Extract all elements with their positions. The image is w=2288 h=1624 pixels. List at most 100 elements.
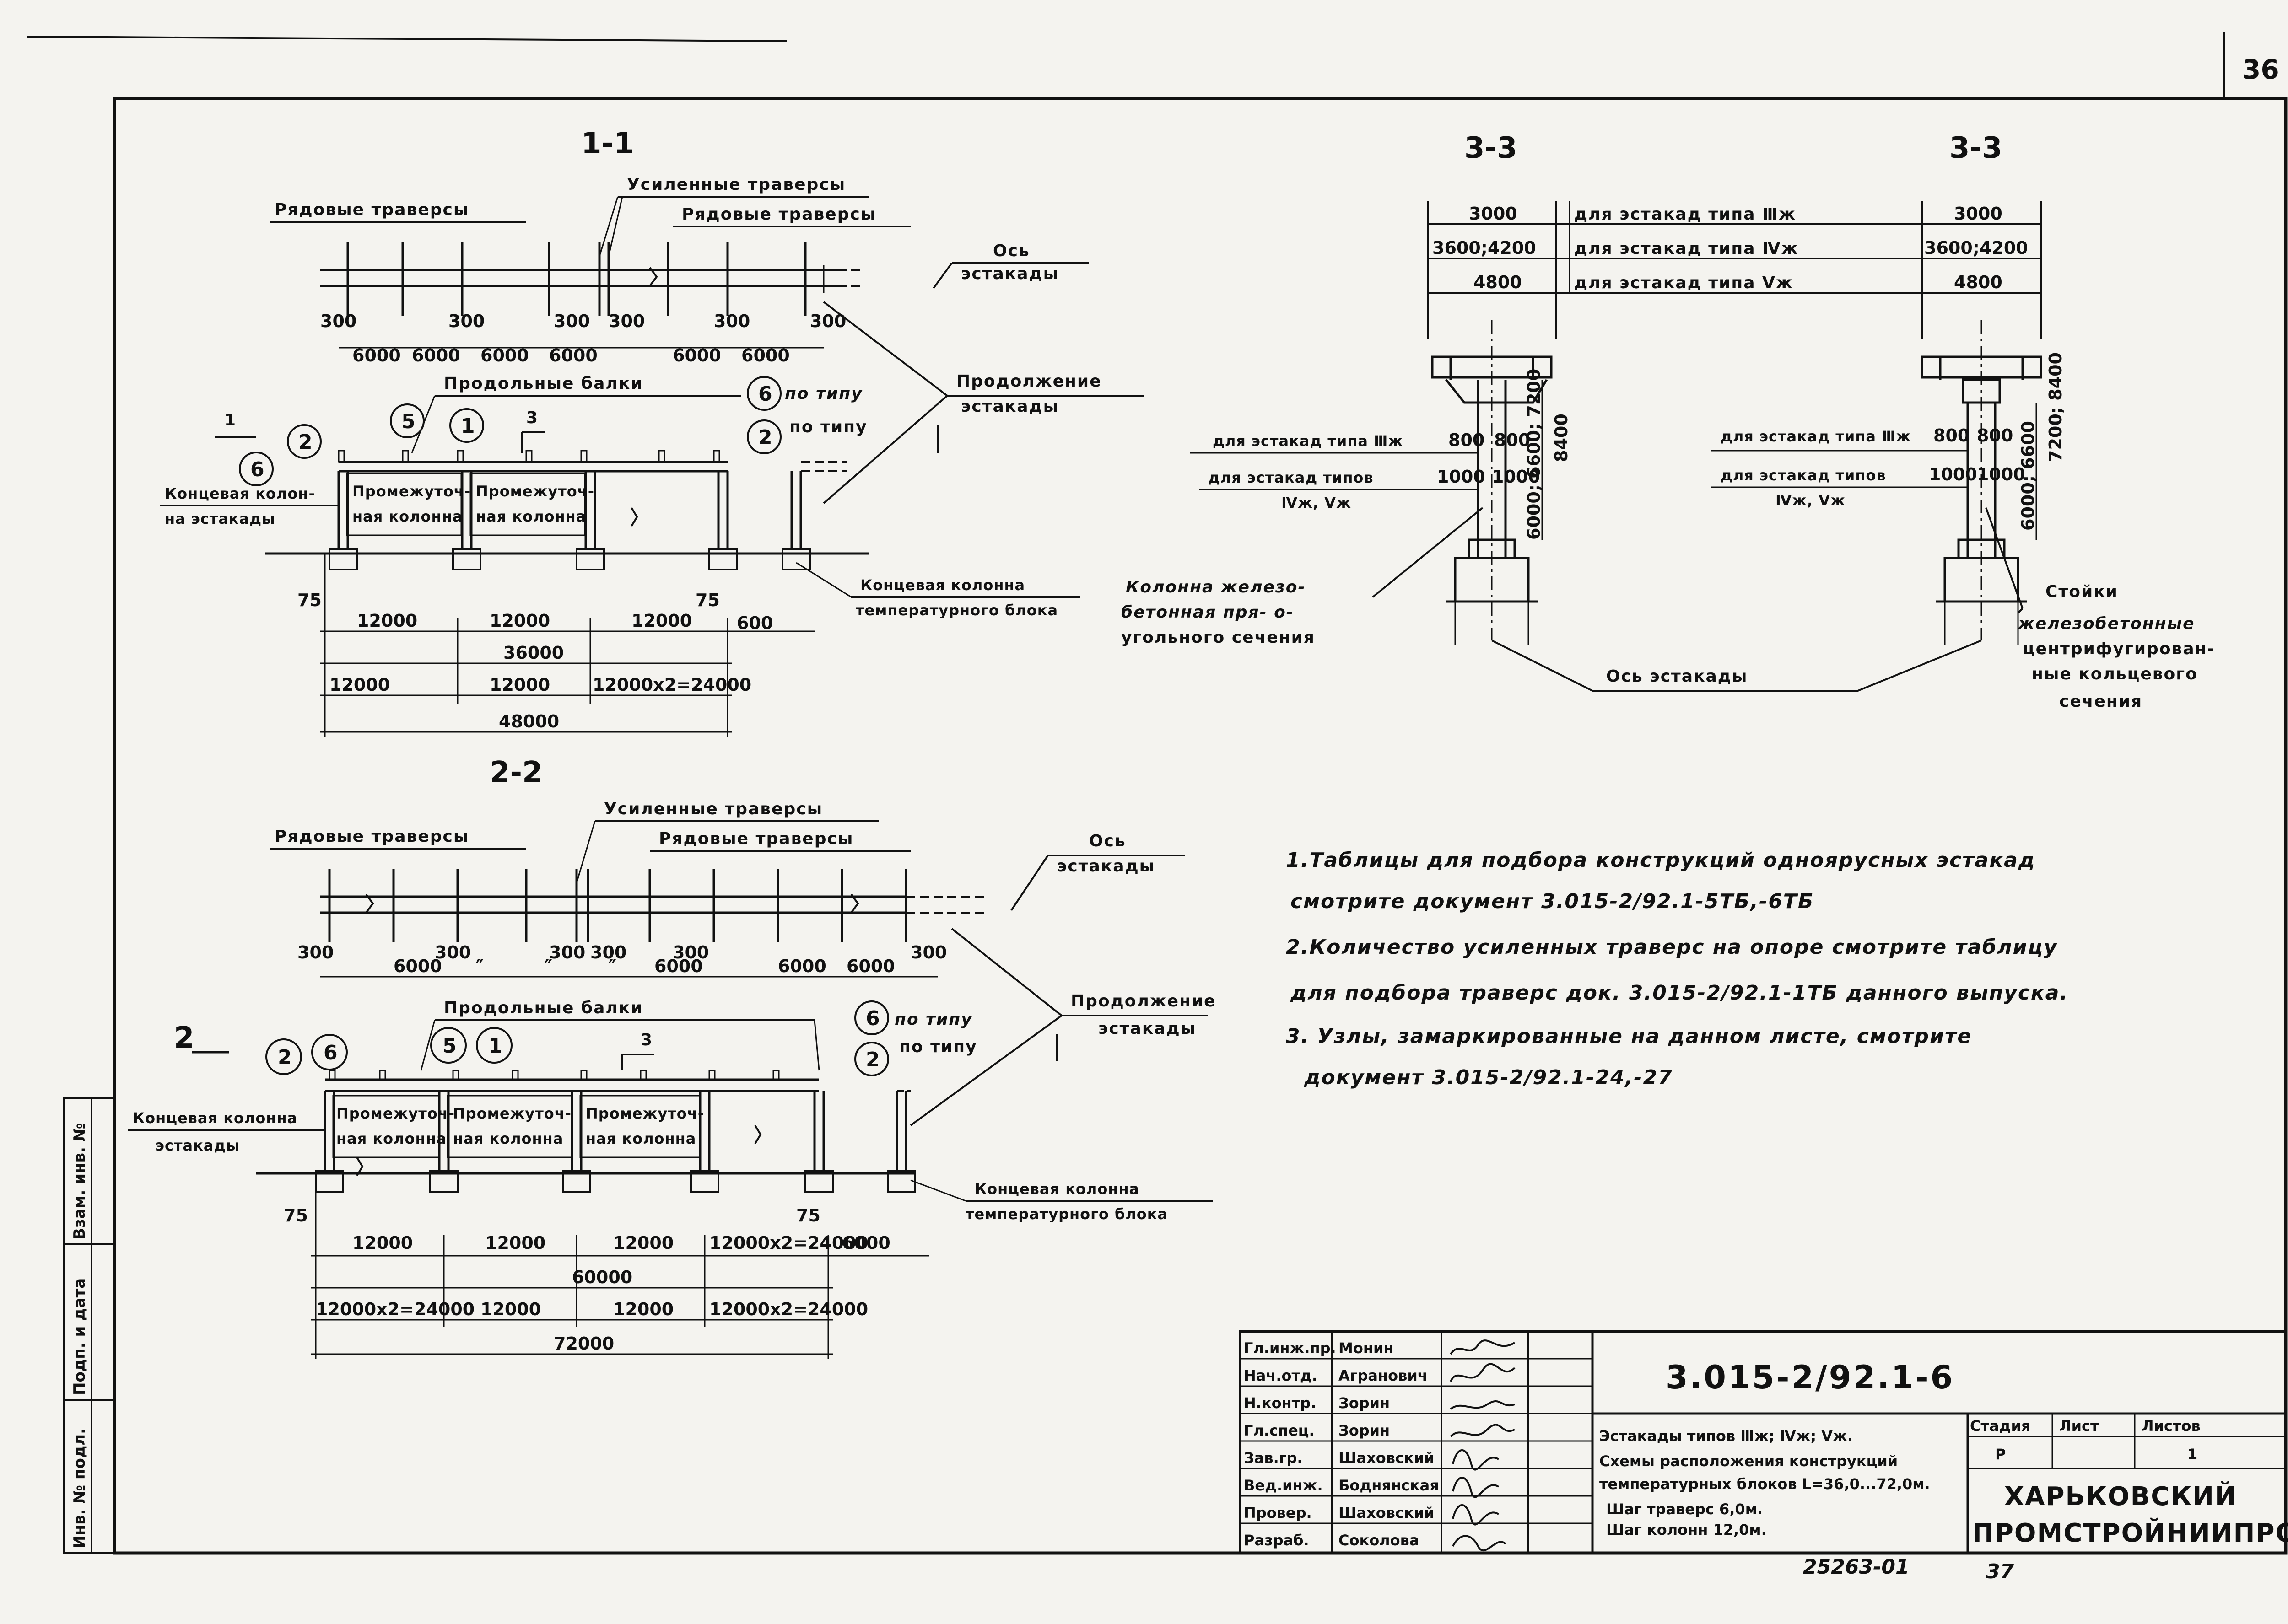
dim-6000: 6000	[741, 345, 790, 366]
label-mid-column: Промежуточ-	[453, 1105, 572, 1122]
staff-name: Агранович	[1338, 1367, 1428, 1384]
note-2: 2.Количество усиленных траверс на опоре …	[1286, 936, 2058, 959]
section-3-3-right-title: 3-3	[1949, 131, 2002, 165]
stage-value: Р	[1995, 1446, 2006, 1463]
dim-1000: 1000	[1492, 467, 1540, 487]
note-2-line2: для подбора траверс док. 3.015-2/92.1-1Т…	[1290, 981, 2068, 1005]
label-reinforced-traverses: Усиленные траверсы	[627, 175, 846, 194]
label-axis-line2: эстакады	[1057, 857, 1155, 876]
label-mid-column-line2: ная колонна	[336, 1130, 447, 1147]
dim-3000: 3000	[1469, 204, 1517, 224]
staff-name: Зорин	[1338, 1394, 1390, 1412]
staff-name: Шаховский	[1338, 1504, 1435, 1522]
label-end-column-line2: эстакады	[156, 1137, 240, 1154]
label-reinforced-traverses: Усиленные траверсы	[604, 800, 823, 818]
mark-6: 6	[324, 1041, 338, 1065]
dim-6000: 6000	[480, 345, 529, 366]
staff-name: Шаховский	[1338, 1449, 1435, 1467]
cut-mark-2: 2	[174, 1021, 194, 1055]
label-posts-line2: железобетонные	[2017, 614, 2195, 633]
row-type-3: для эстакад типа Ⅲж	[1574, 205, 1796, 224]
dim-12000: 12000	[490, 675, 550, 695]
label-long-beams: Продольные балки	[444, 999, 643, 1017]
mark-2-type: 2	[758, 426, 772, 449]
label-continuation: Продолжение	[1071, 992, 1216, 1011]
note-3: 3. Узлы, замаркированные на данном листе…	[1286, 1025, 1972, 1048]
mark-6-type: 6	[866, 1007, 880, 1030]
label-by-type: по типу	[789, 418, 868, 436]
mark-2-type: 2	[866, 1048, 880, 1071]
dim-edge: 75	[696, 590, 720, 610]
staff-name: Монин	[1338, 1339, 1393, 1357]
sheets-value: 1	[2187, 1446, 2197, 1463]
dim-gap: 300	[590, 942, 626, 963]
label-posts: Стойки	[2045, 582, 2118, 601]
description-line-3: температурных блоков L=36,0...72,0м.	[1599, 1475, 1930, 1493]
label-by-type: по типу	[899, 1038, 977, 1056]
label-mid-column-line2: ная колонна	[453, 1130, 563, 1147]
note-1-line2: смотрите документ 3.015-2/92.1-5ТБ,-6ТБ	[1290, 890, 1814, 913]
height-dim-2: 8400	[1551, 414, 1571, 462]
label-regular-traverses-left: Рядовые траверсы	[275, 200, 469, 219]
row-type-5: для эстакад типа Ⅴж	[1574, 274, 1793, 292]
dim-gap: 300	[435, 942, 471, 963]
section-2-2-title: 2-2	[490, 756, 543, 790]
mark-1: 1	[488, 1034, 502, 1058]
label-type-3: для эстакад типа Ⅲж	[1721, 428, 1911, 445]
archive-code: 25263-01	[1803, 1555, 1910, 1579]
signatures	[1450, 1339, 1516, 1552]
dim-72000: 72000	[554, 1334, 614, 1354]
dim-gap: 300	[714, 311, 750, 331]
row-type-4: для эстакад типа Ⅳж	[1574, 239, 1798, 258]
stamp-replace-inv: Взам. инв. №	[70, 1123, 89, 1240]
dim-ditto: ″	[609, 956, 616, 976]
notes: 1.Таблицы для подбора конструкций однояр…	[1286, 849, 2068, 1089]
label-types-4-5: для эстакад типов	[1208, 469, 1374, 486]
organization-line-2: ПРОМСТРОЙНИИПРОЕКТ	[1972, 1518, 2288, 1548]
staff-name: Боднянская	[1338, 1477, 1439, 1494]
dim-gap: 300	[554, 311, 590, 331]
dim-12000: 12000	[357, 611, 417, 631]
sheets-header: Листов	[2142, 1417, 2201, 1435]
stamp-inv-original: Инв. № подл.	[70, 1428, 89, 1549]
label-end-column-line2: на эстакады	[165, 510, 275, 527]
section-mark-3: 3	[641, 1031, 653, 1049]
dim-12000: 12000	[613, 1233, 674, 1253]
axis-label: Ось эстакады	[1606, 667, 1748, 686]
label-end-column-temp-line2: температурного блока	[966, 1205, 1168, 1223]
staff-role: Гл.инж.пр.	[1244, 1339, 1336, 1357]
dim-6000: 6000	[847, 956, 895, 976]
label-end-column: Концевая колон-	[165, 485, 315, 502]
dim-12000: 12000	[485, 1233, 545, 1253]
height-dim: 6000; 6600	[2018, 421, 2038, 531]
staff-role: Зав.гр.	[1244, 1449, 1303, 1467]
label-by-type: по типу	[785, 384, 863, 403]
dim-6000: 6000	[842, 1233, 890, 1253]
stage-header: Стадия	[1970, 1417, 2030, 1435]
dim-gap: 300	[673, 942, 709, 963]
dim-3600-4200: 3600;4200	[1432, 238, 1536, 258]
bottom-number: 37	[1986, 1560, 2014, 1583]
dim-6000: 6000	[394, 956, 442, 976]
label-end-column-temp: Концевая колонна	[860, 576, 1025, 594]
label-end-column-temp: Концевая колонна	[975, 1180, 1139, 1198]
dim-gap: 300	[448, 311, 485, 331]
label-by-type: по типу	[895, 1010, 973, 1029]
staff-name: Соколова	[1338, 1532, 1419, 1549]
stamp-sign-date: Подп. и дата	[70, 1278, 89, 1395]
dim-24000: 12000х2=24000	[593, 675, 751, 695]
section-2-2: 2-2 Рядовые траверсы Усиленные траверсы …	[128, 756, 1216, 1359]
dim-3600-4200: 3600;4200	[1924, 238, 2028, 258]
axis-label-group: Ось эстакады	[1491, 640, 1982, 692]
label-posts-line5: сечения	[2059, 692, 2142, 711]
dim-12000: 12000	[490, 611, 550, 631]
label-type-3: для эстакад типа Ⅲж	[1213, 432, 1403, 450]
label-end-column-temp-line2: температурного блока	[856, 602, 1058, 619]
dim-ditto: ″	[545, 956, 552, 976]
dim-gap: 300	[320, 311, 356, 331]
label-axis: Ось	[1089, 832, 1126, 850]
frame	[27, 32, 2288, 1555]
dim-24000: 12000х2=24000	[316, 1299, 475, 1319]
note-3-line2: документ 3.015-2/92.1-24,-27	[1304, 1066, 1673, 1089]
